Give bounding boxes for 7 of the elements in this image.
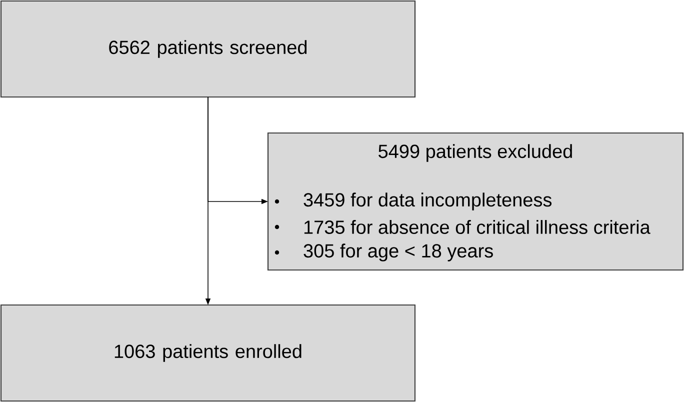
list-item: 1735 for absence of critical illness criteria — [304, 220, 650, 234]
process-box: 1063 patients enrolled — [0, 304, 416, 402]
list-item: 305 for age < 18 years — [304, 244, 493, 262]
list-item: 3459 for data incompleteness — [304, 192, 552, 210]
process-box: 6562 patients screened — [0, 0, 416, 98]
process-box — [267, 132, 684, 271]
heading: 5499 patients excluded — [378, 144, 572, 162]
